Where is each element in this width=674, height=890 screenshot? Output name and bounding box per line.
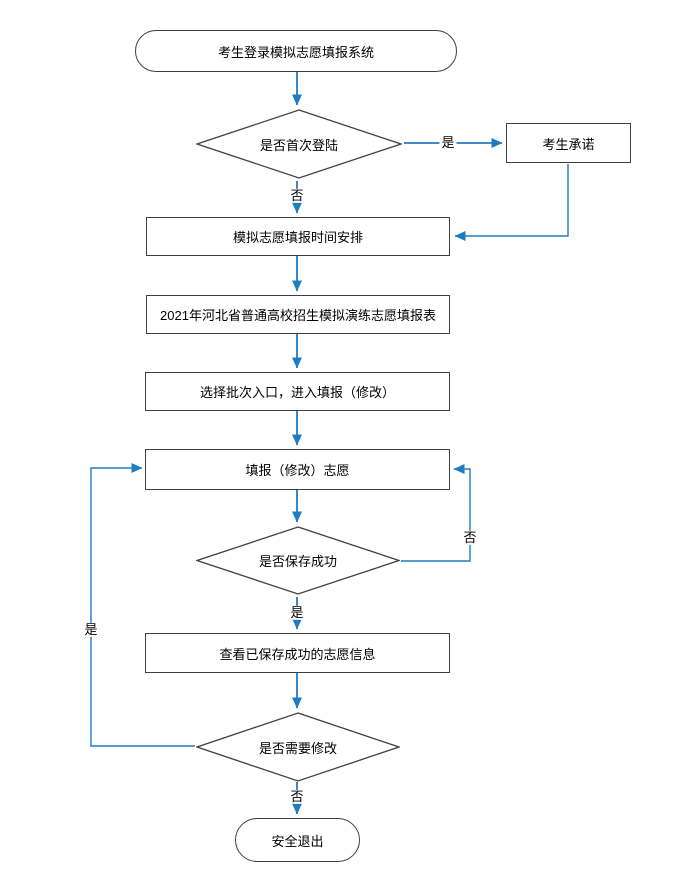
edge-label-need-modify-no: 否 [288,788,306,805]
node-exit: 安全退出 [235,818,360,862]
diamond-shape [196,109,402,179]
edge-needmodify-yes-loop [90,463,195,747]
diamond-shape [196,712,400,782]
node-start: 考生登录模拟志愿填报系统 [135,30,457,72]
node-view-saved: 查看已保存成功的志愿信息 [145,633,450,673]
node-first-login-decision: 是否首次登陆 [196,109,402,179]
node-candidate-commitment: 考生承诺 [506,123,631,163]
edge-label-save-success-yes: 是 [288,604,306,621]
edge-label-first-login-yes: 是 [439,134,457,151]
node-fill-modify: 填报（修改）志愿 [145,449,450,490]
node-view-saved-label: 查看已保存成功的志愿信息 [219,646,376,662]
edge-commitment-to-schedule [454,164,569,241]
node-fill-modify-label: 填报（修改）志愿 [245,463,350,478]
node-schedule: 模拟志愿填报时间安排 [146,217,450,256]
node-need-modify-decision: 是否需要修改 [196,712,400,782]
node-schedule-label: 模拟志愿填报时间安排 [232,230,363,245]
diamond-shape [196,526,400,595]
node-exit-label: 安全退出 [271,833,324,849]
edge-label-save-success-no: 否 [461,529,479,546]
edge-label-first-login-no: 否 [288,187,306,204]
node-choose-batch-label: 选择批次入口，进入填报（修改） [199,385,395,400]
edge-savesuccess-no-loop [401,464,471,562]
node-save-success-label: 是否保存成功 [258,554,337,569]
node-first-login-label: 是否首次登陆 [259,137,338,153]
node-save-success-decision: 是否保存成功 [196,526,400,595]
node-candidate-commitment-label: 考生承诺 [542,136,595,152]
node-need-modify-label: 是否需要修改 [258,740,337,756]
node-choose-batch: 选择批次入口，进入填报（修改） [145,372,450,411]
edge-label-need-modify-yes: 是 [82,621,100,638]
node-start-label: 考生登录模拟志愿填报系统 [217,44,374,60]
node-application-form: 2021年河北省普通高校招生模拟演练志愿填报表 [146,295,450,334]
node-application-form-label: 2021年河北省普通高校招生模拟演练志愿填报表 [160,308,436,323]
